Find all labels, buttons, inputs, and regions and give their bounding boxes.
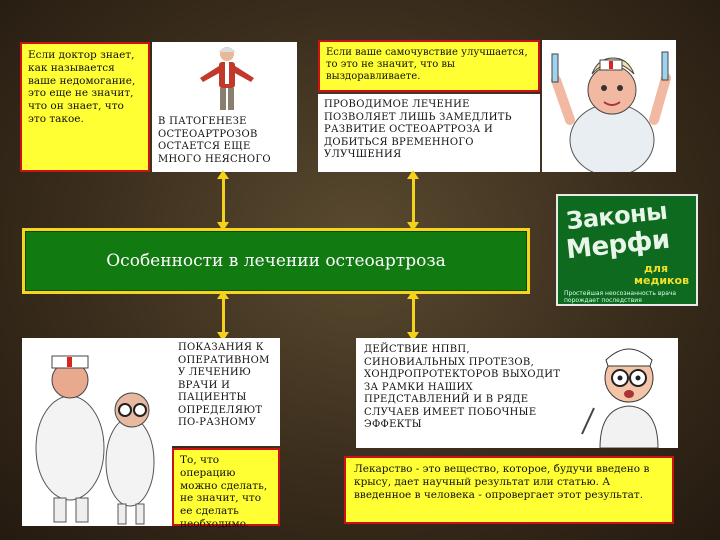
treatment-text: ПРОВОДИМОЕ ЛЕЧЕНИЕ ПОЗВОЛЯЕТ ЛИШЬ ЗАМЕДЛ… (324, 99, 512, 160)
arrow-up-icon (407, 170, 419, 179)
recovery-quote-text: Если ваше самочувствие улучшается, то эт… (326, 47, 528, 83)
gesturing-man-illustration (200, 47, 254, 110)
doctor-knows-quote: Если доктор знает, как называется ваше н… (20, 42, 150, 172)
recovery-quote: Если ваше самочувствие улучшается, то эт… (318, 40, 540, 92)
book-subtitle: Простейшая неосознанность врача порождае… (564, 290, 677, 305)
connector-line (222, 294, 225, 336)
pathogenesis-text: В ПАТОГЕНЕЗЕ ОСТЕОАРТРОЗОВ ОСТАЕТСЯ ЕЩЕ … (158, 116, 271, 165)
book-title-line3: для (644, 262, 669, 275)
indications-text: ПОКАЗАНИЯ К ОПЕРАТИВНОМ У ЛЕЧЕНИЮ ВРАЧИ … (178, 342, 270, 428)
connector-line (412, 294, 415, 336)
connector-line (222, 174, 225, 226)
doctor-knows-text: Если доктор знает, как называется ваше н… (28, 49, 136, 125)
drug-quote: Лекарство - это вещество, которое, будуч… (344, 456, 674, 524)
connector-line (412, 174, 415, 226)
doctor-cartoon (580, 338, 678, 448)
murphy-laws-book: Законы Мерфи для медиков Простейшая неос… (556, 194, 698, 306)
page-title: Особенности в лечении остеоартроза (106, 251, 446, 271)
operation-quote: То, что операцию можно сделать, не значи… (172, 448, 280, 530)
arrow-down-icon (407, 332, 419, 341)
arrow-up-icon (217, 170, 229, 179)
page-title-banner: Особенности в лечении остеоартроза (22, 228, 530, 294)
arrow-up-icon (407, 290, 419, 299)
treatment-card: ПРОВОДИМОЕ ЛЕЧЕНИЕ ПОЗВОЛЯЕТ ЛИШЬ ЗАМЕДЛ… (318, 94, 540, 172)
drug-quote-text: Лекарство - это вещество, которое, будуч… (354, 463, 650, 501)
drugs-card: ДЕЙСТВИЕ НПВП, СИНОВИАЛЬНЫХ ПРОТЕЗОВ, ХО… (356, 338, 580, 448)
indications-card: ПОКАЗАНИЯ К ОПЕРАТИВНОМ У ЛЕЧЕНИЮ ВРАЧИ … (172, 338, 280, 446)
doctors-cartoon (22, 338, 172, 526)
pathogenesis-card: В ПАТОГЕНЕЗЕ ОСТЕОАРТРОЗОВ ОСТАЕТСЯ ЕЩЕ … (152, 42, 297, 172)
arrow-up-icon (217, 290, 229, 299)
arrow-down-icon (217, 332, 229, 341)
nurse-cartoon (542, 40, 676, 172)
book-title-line4: медиков (634, 274, 690, 287)
arrow-down-icon (407, 222, 419, 231)
operation-quote-text: То, что операцию можно сделать, не значи… (180, 454, 268, 530)
arrow-down-icon (217, 222, 229, 231)
drugs-text: ДЕЙСТВИЕ НПВП, СИНОВИАЛЬНЫХ ПРОТЕЗОВ, ХО… (364, 344, 561, 430)
